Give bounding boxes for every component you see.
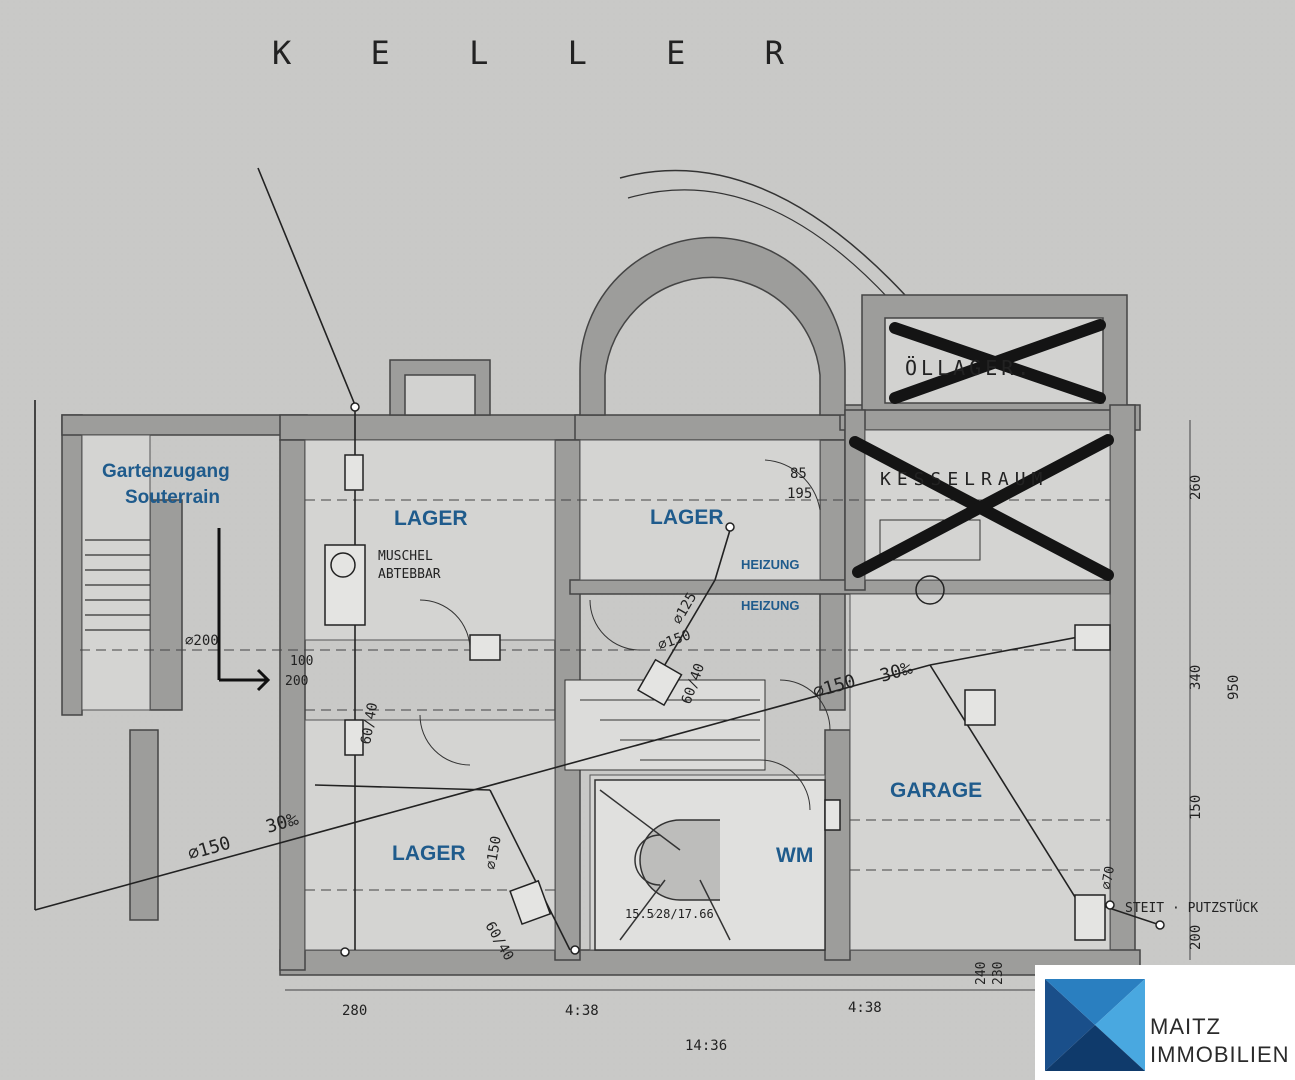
room-lager-mid: LAGER [650,506,724,529]
room-heizung-2: HEIZUNG [741,598,800,613]
dim-door-195: 195 [787,486,812,502]
dim-60-40-b: 60/40 [358,701,381,745]
label-steig: STEIT · PUTZSTÜCK [1125,899,1258,916]
dim-280: 280 [342,1003,367,1019]
room-lager-bottom: LAGER [392,842,466,865]
pipe-lines [34,167,1161,951]
stair-left [85,539,150,631]
logo: MAITZ IMMOBILIEN [1035,965,1295,1080]
plan-title: K E L L E R [272,34,814,72]
room-wm: WM [776,844,813,867]
maitz-logo-icon [1045,979,1145,1071]
label-muschel: MUSCHEL [378,549,433,564]
dim-d70: ⌀70 [1099,865,1118,891]
dim-200b: 200 [285,674,308,689]
dim-340: 340 [1188,665,1204,690]
outdoor-arc [619,169,906,296]
arrow-icon [217,528,271,692]
room-heizung-1: HEIZUNG [741,557,800,572]
dim-d200: ⌀200 [185,633,219,649]
label-kesselraum: KESSELRAUM [880,469,1048,490]
dim-d150-b: ⌀150 [483,835,505,871]
dim-100: 100 [290,654,313,669]
dim-950: 950 [1226,675,1242,700]
dim-260: 260 [1188,475,1204,500]
removed-rooms-cross [849,319,1114,581]
logo-immobilien: IMMOBILIEN [1150,1042,1290,1067]
dim-240: 240 [974,962,989,985]
dim-438b: 4:38 [848,1000,882,1016]
label-oellager: ÖLLAGER. [905,356,1033,380]
annotation-souterrain: Souterrain [125,487,220,508]
walls [61,236,1141,976]
stair-dims: 15.5⁄28/17.66 [625,907,714,921]
spiral-stair [594,779,826,951]
dim-150: 150 [1188,795,1204,820]
label-abtebbar: ABTEBBAR [378,567,441,582]
annotation-gartenzugang: Gartenzugang [102,461,230,482]
dim-door-85: 85 [790,466,807,482]
dim-1436: 14:36 [685,1038,727,1054]
room-lager-left: LAGER [394,507,468,530]
dim-230: 230 [991,962,1006,985]
dim-438a: 4:38 [565,1003,599,1019]
room-garage: GARAGE [890,779,982,802]
logo-maitz: MAITZ [1150,1014,1221,1039]
dim-200: 200 [1188,925,1204,950]
